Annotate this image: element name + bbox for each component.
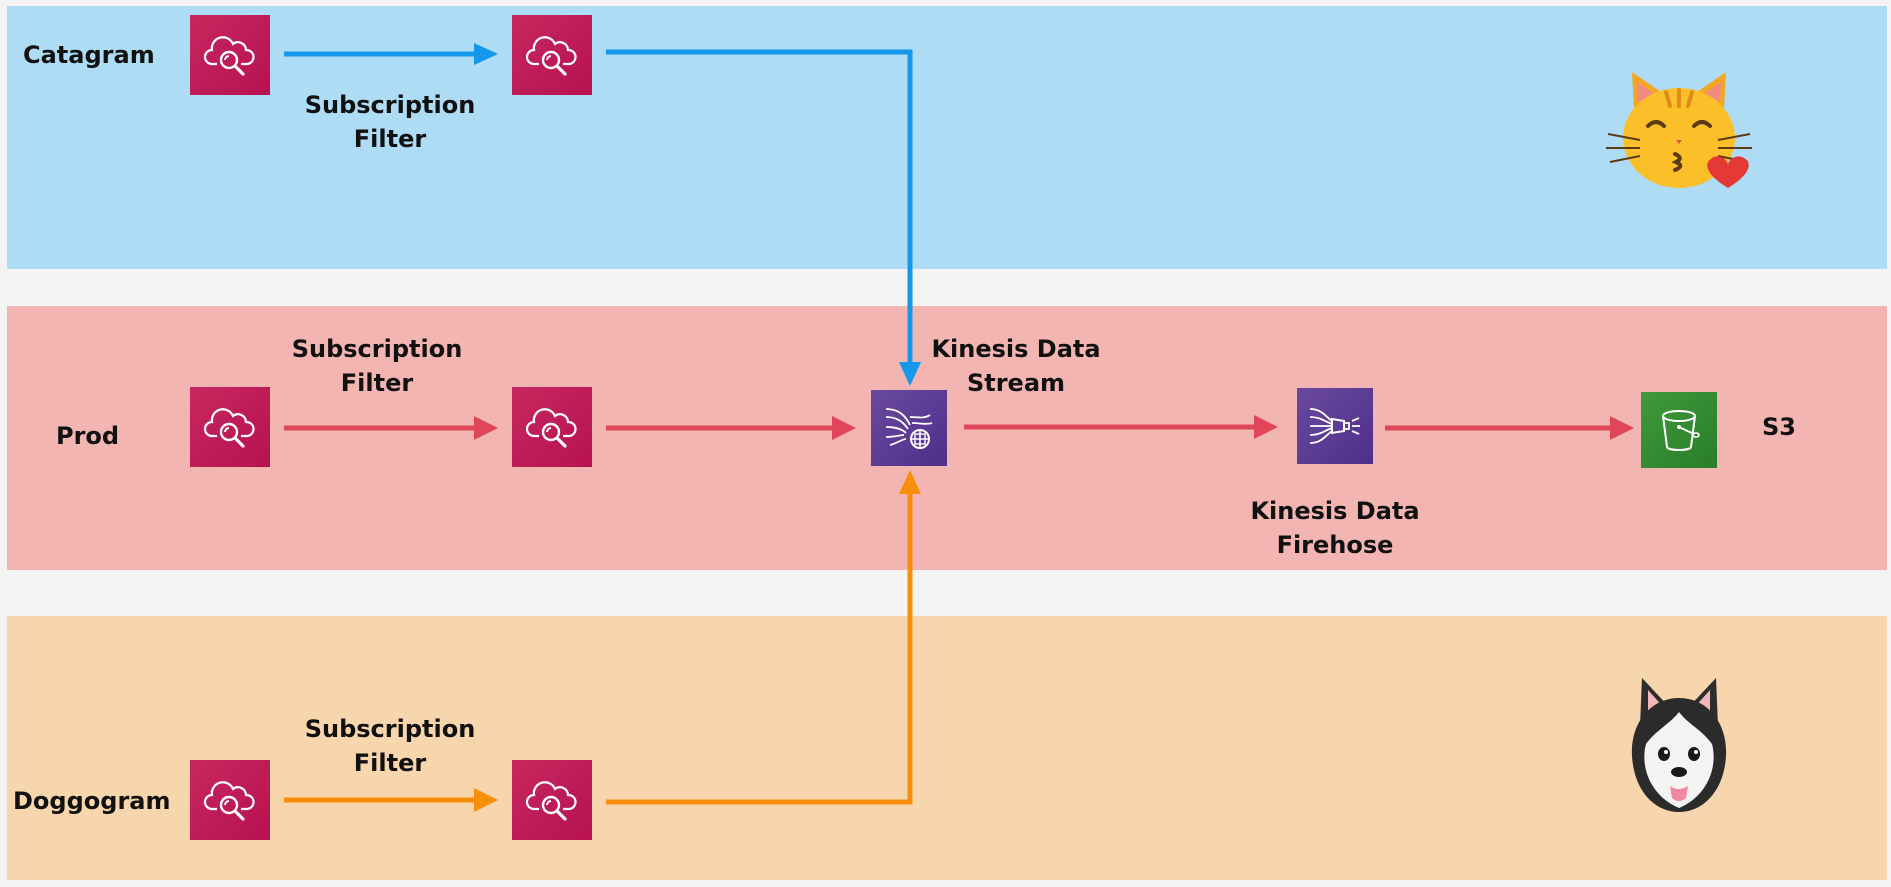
catagram-filter-label: Subscription Filter — [300, 88, 480, 156]
catagram-arrow-2 — [606, 49, 913, 368]
kinesis-firehose-label: Kinesis Data Firehose — [1245, 494, 1425, 562]
doggogram-label: Doggogram — [13, 787, 171, 815]
catagram-cloudwatch-dest-icon[interactable] — [512, 15, 592, 95]
doggogram-band — [7, 616, 1887, 880]
prod-arrowhead-2 — [832, 416, 856, 440]
s3-service[interactable] — [1641, 392, 1717, 468]
catagram-filter-label-line1: Subscription — [304, 91, 476, 119]
prod-arrowhead-1 — [474, 416, 498, 440]
doggogram-filter-label: Subscription Filter — [300, 712, 480, 780]
doggogram-filter-label-line1: Subscription — [304, 715, 476, 743]
kinesis-data-firehose-icon — [1309, 408, 1360, 444]
prod-arrowhead-3 — [1254, 415, 1278, 439]
doggogram-filter-label-line2: Filter — [353, 749, 427, 777]
prod-cloudwatch-source-icon[interactable] — [190, 387, 270, 467]
kinesis-stream-label: Kinesis Data Stream — [926, 332, 1106, 400]
cloudwatch-logs-icon — [203, 781, 255, 821]
prod-cloudwatch-dest-icon[interactable] — [512, 387, 592, 467]
doggogram-cloudwatch-dest-icon[interactable] — [512, 760, 592, 840]
catagram-arrowhead-2 — [899, 362, 921, 386]
doggogram-arrowhead-2 — [899, 470, 921, 494]
catagram-label: Catagram — [23, 41, 155, 69]
prod-band — [7, 306, 1887, 570]
cloudwatch-logs-icon — [525, 408, 577, 448]
catagram-filter-label-line2: Filter — [353, 125, 427, 153]
husky-emoji-icon — [1631, 678, 1727, 812]
doggogram-cloudwatch-source-icon[interactable] — [190, 760, 270, 840]
prod-arrowhead-4 — [1610, 416, 1634, 440]
catagram-cloudwatch-source-icon[interactable] — [190, 15, 270, 95]
prod-label: Prod — [56, 422, 120, 450]
catagram-band — [7, 6, 1887, 269]
kinesis-stream-label-line2: Stream — [966, 369, 1066, 397]
prod-filter-label-line1: Subscription — [291, 335, 463, 363]
cloudwatch-logs-icon — [203, 36, 255, 76]
kinesis-stream-service[interactable] — [871, 390, 947, 466]
catagram-arrowhead-1 — [474, 43, 498, 65]
kinesis-firehose-label-line1: Kinesis Data — [1250, 497, 1420, 525]
doggogram-arrowhead-1 — [474, 788, 498, 812]
cloudwatch-logs-icon — [203, 408, 255, 448]
s3-label: S3 — [1762, 413, 1796, 441]
kinesis-stream-label-line1: Kinesis Data — [931, 335, 1101, 363]
prod-filter-label: Subscription Filter — [287, 332, 467, 400]
doggogram-arrow-2 — [606, 488, 913, 805]
kinesis-firehose-label-line2: Firehose — [1276, 531, 1394, 559]
cloudwatch-logs-icon — [525, 781, 577, 821]
cloudwatch-logs-icon — [525, 36, 577, 76]
prod-filter-label-line2: Filter — [340, 369, 414, 397]
cat-emoji-icon — [1606, 72, 1752, 188]
kinesis-data-stream-icon — [885, 408, 933, 449]
kinesis-firehose-service[interactable] — [1297, 388, 1373, 464]
s3-bucket-icon — [1662, 410, 1700, 451]
